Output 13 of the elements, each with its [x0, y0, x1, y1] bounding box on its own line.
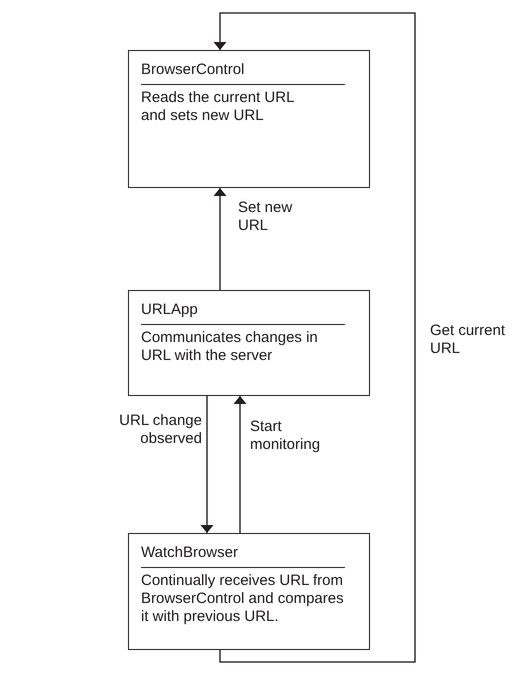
class-box	[128, 50, 370, 188]
class-name: BrowserControl	[141, 61, 345, 85]
class-description: Communicates changes in URL with the server	[141, 328, 319, 365]
class-name: URLApp	[141, 301, 345, 325]
arrow	[216, 188, 224, 290]
class-box	[128, 290, 370, 396]
class-description: Reads the current URL and sets new URL	[141, 88, 295, 125]
class-box	[128, 533, 370, 650]
arrow	[203, 396, 211, 533]
class-description: Continually receives URL from BrowserControl and compares it with previous URL.	[141, 571, 345, 626]
arrow	[236, 396, 244, 533]
arrow	[216, 12, 416, 663]
class-name: WatchBrowser	[141, 544, 345, 568]
